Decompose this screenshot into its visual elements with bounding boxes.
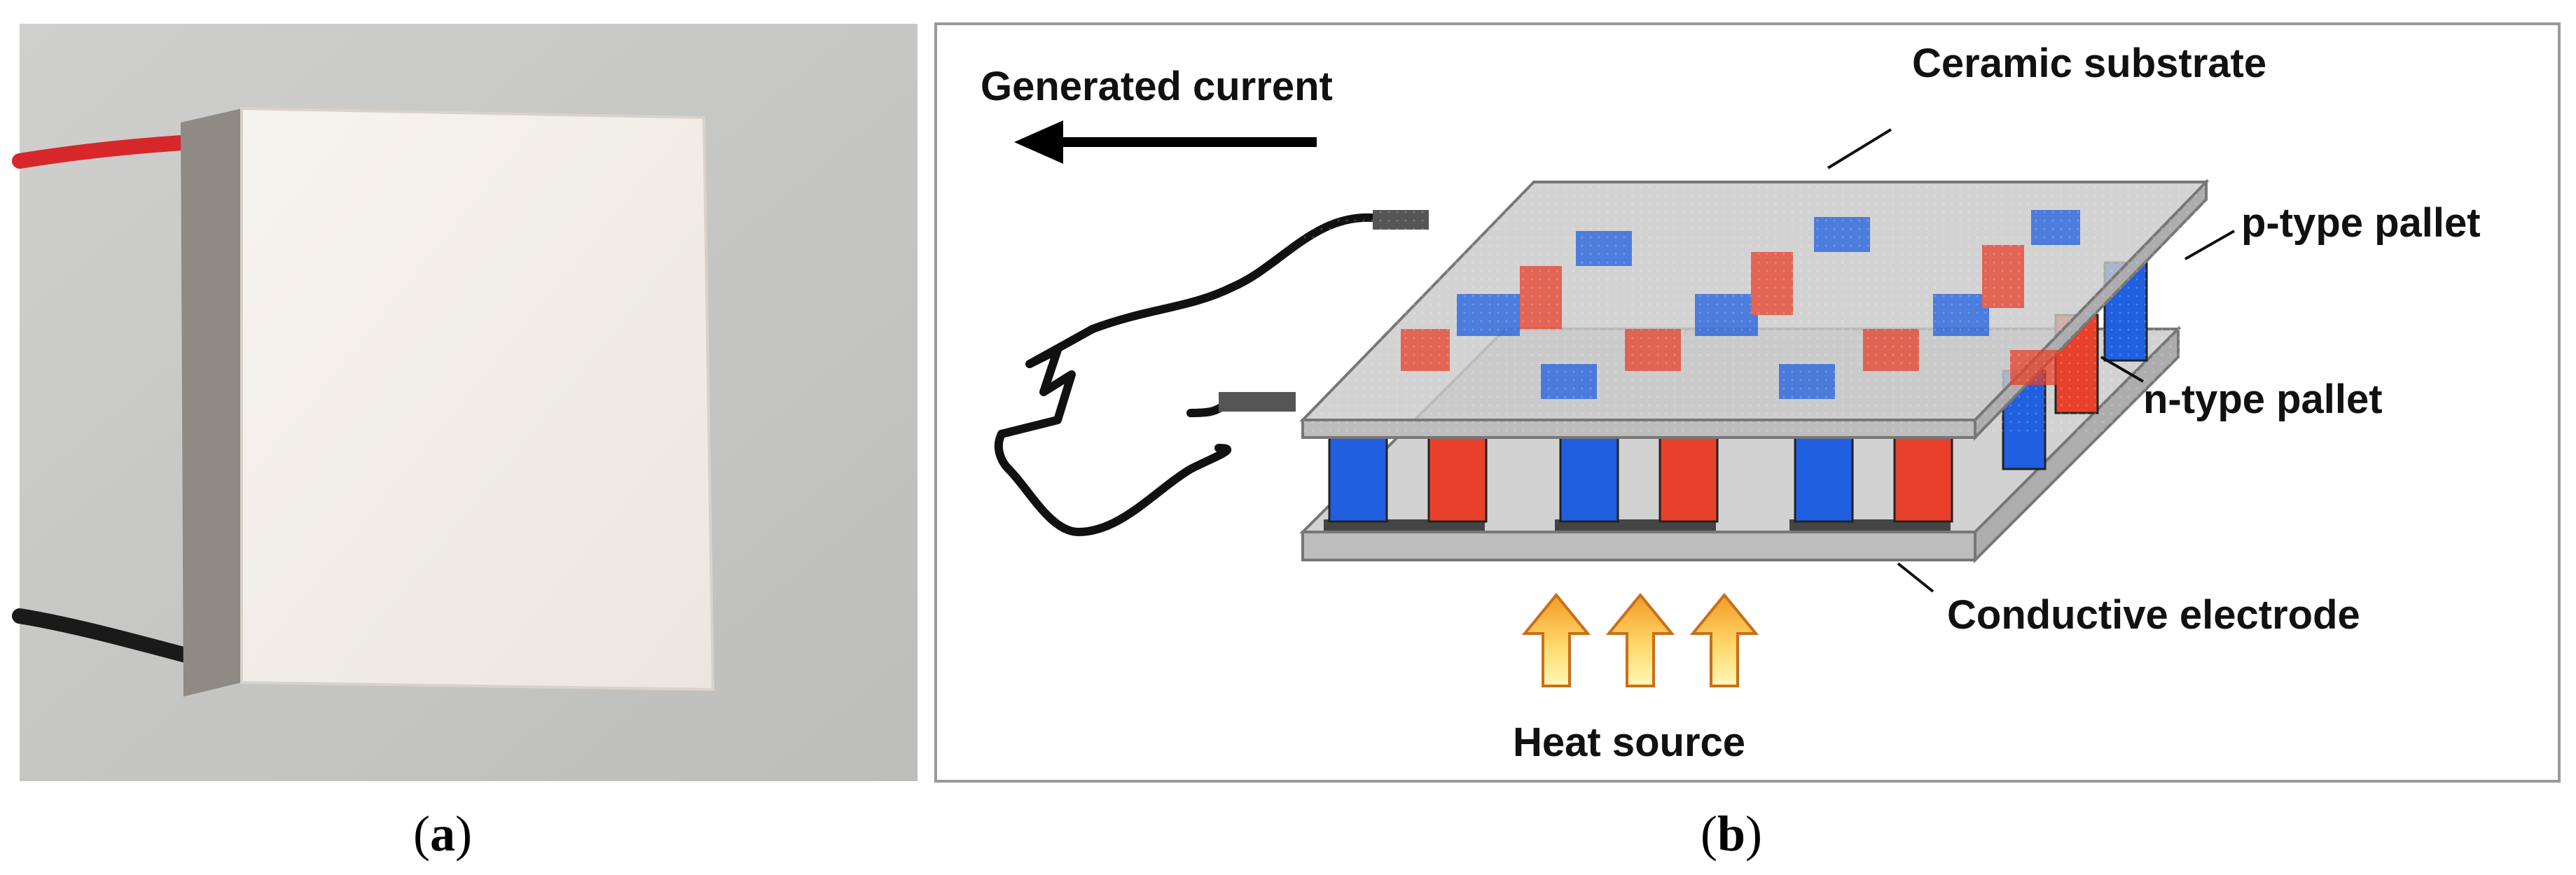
resistor-zigzag [997,325,1097,438]
caption-b: (b) [1701,806,1763,862]
leader-lines [1827,128,2235,593]
heat-arrows [1521,592,1759,687]
label-p-type-pallet: p-type pallet [2241,200,2481,246]
bottom-electrodes [1324,519,1951,531]
panel-a-photo [12,24,917,781]
module-side-edge [181,108,242,696]
thermoelectric-module [240,106,715,692]
label-conductive-electrode: Conductive electrode [1947,592,2360,638]
label-ceramic-substrate: Ceramic substrate [1912,41,2266,86]
heat-arrow [1689,592,1759,687]
heat-arrow [1521,592,1591,687]
caption-a-letter: a [429,806,455,862]
label-generated-current: Generated current [981,64,1333,109]
label-heat-source: Heat source [1513,720,1745,765]
heat-arrow [1605,592,1675,687]
current-arrow [1014,120,1317,164]
caption-a: (a) [413,806,472,862]
label-n-type-pallet: n-type pallet [2143,377,2383,422]
bottom-terminal [1219,392,1296,412]
caption-b-letter: b [1717,806,1746,862]
panel-b-diagram: Generated current Ceramic substrate p-ty… [934,22,2561,783]
